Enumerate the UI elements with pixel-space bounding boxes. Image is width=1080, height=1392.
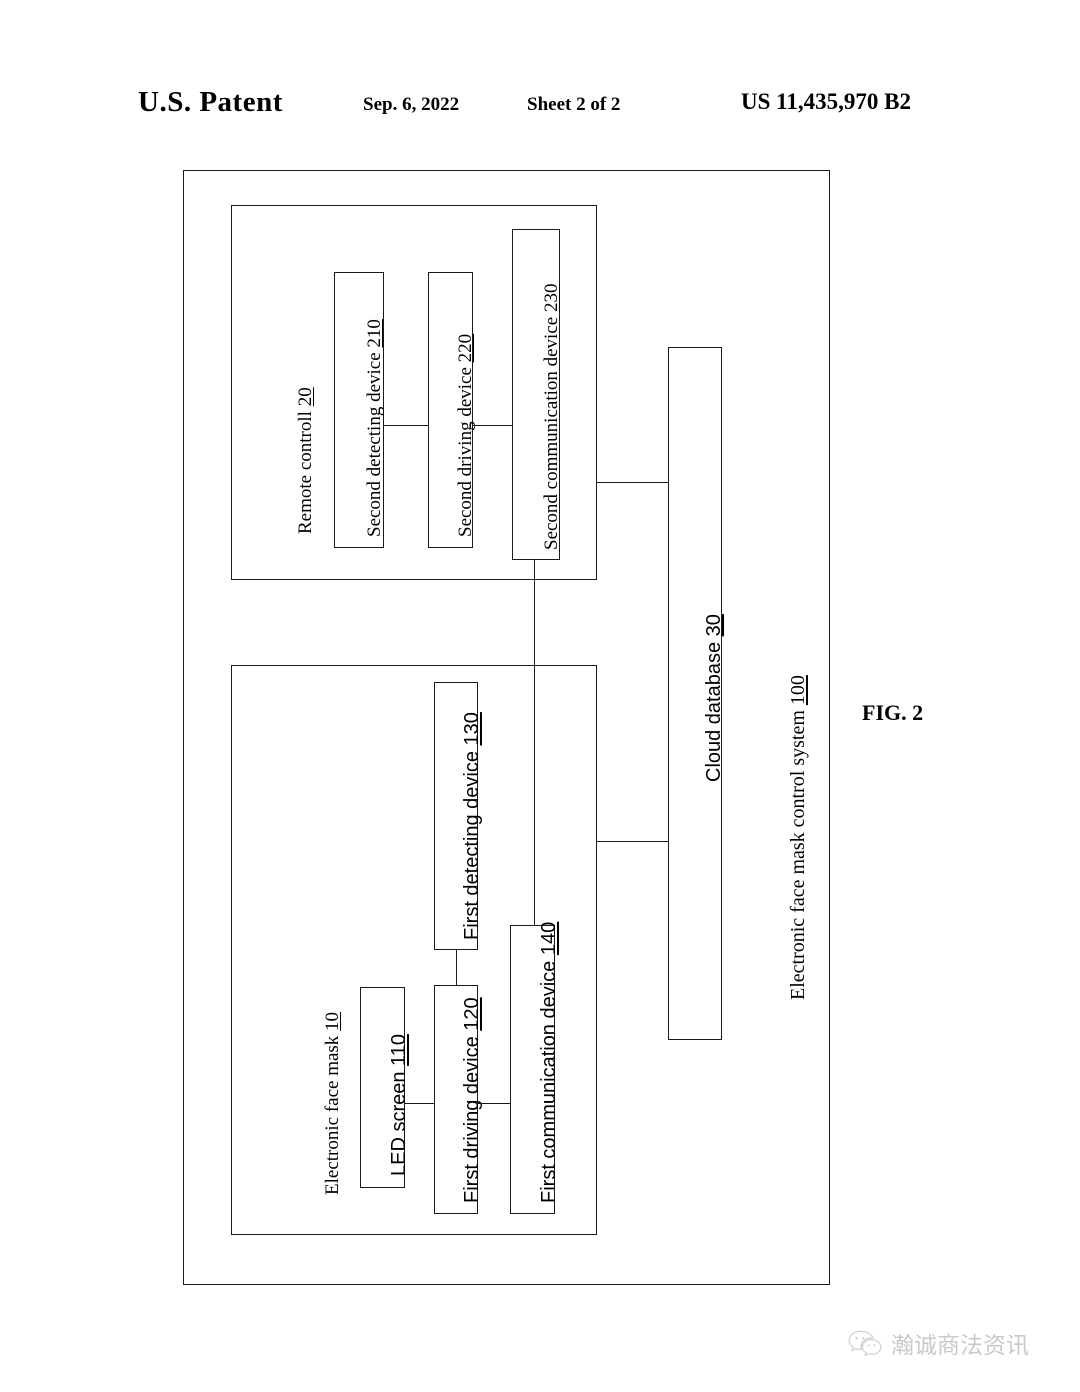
electronic-face-mask-label: Electronic face mask 10	[322, 1011, 343, 1195]
watermark: 瀚诚商法资讯	[848, 1326, 1029, 1360]
first-communication-device-label: First communication device 140	[538, 921, 560, 1203]
connector-remote-to-cloud	[597, 482, 668, 483]
wechat-icon	[848, 1330, 882, 1357]
first-detecting-device-label: First detecting device 130	[461, 712, 483, 940]
connector-220-to-230	[473, 425, 512, 426]
connector-120-to-140	[478, 1103, 510, 1104]
second-communication-device-label: Second communication device 230	[541, 283, 562, 550]
sheet-indicator: Sheet 2 of 2	[527, 94, 621, 115]
system-label: Electronic face mask control system 100	[787, 675, 809, 1000]
patent-date: Sep. 6, 2022	[363, 94, 460, 115]
remote-control-label: Remote controll 20	[295, 387, 316, 534]
watermark-text: 瀚诚商法资讯	[891, 1333, 1029, 1359]
figure-caption: FIG. 2	[862, 700, 924, 725]
cloud-database-box	[668, 347, 722, 1040]
led-screen-box	[360, 987, 405, 1188]
second-detecting-device-label: Second detecting device 210	[364, 319, 385, 537]
first-detecting-device-box	[434, 682, 478, 950]
connector-110-to-120	[405, 1103, 434, 1104]
second-communication-device-box	[512, 229, 560, 560]
second-driving-device-box	[428, 272, 473, 548]
connector-130-to-120	[456, 950, 457, 985]
second-driving-device-label: Second driving device 220	[455, 333, 476, 537]
cloud-database-label: Cloud database 30	[703, 614, 725, 782]
first-driving-device-label: First driving device 120	[461, 997, 483, 1203]
patent-office-title: U.S. Patent	[138, 86, 283, 118]
remote-control-box	[231, 205, 597, 580]
patent-header: U.S. Patent Sep. 6, 2022 Sheet 2 of 2 US…	[0, 86, 1080, 126]
connector-mask-to-cloud	[597, 841, 668, 842]
connector-210-to-220	[384, 425, 428, 426]
first-driving-device-box	[434, 985, 478, 1214]
electronic-face-mask-box	[231, 665, 597, 1235]
connector-230-to-140	[534, 560, 535, 925]
patent-number: US 11,435,970 B2	[741, 89, 911, 114]
second-detecting-device-box	[334, 272, 384, 548]
led-screen-label: LED screen 110	[388, 1034, 410, 1176]
first-communication-device-box	[510, 925, 555, 1214]
system-boundary-box	[183, 170, 830, 1285]
